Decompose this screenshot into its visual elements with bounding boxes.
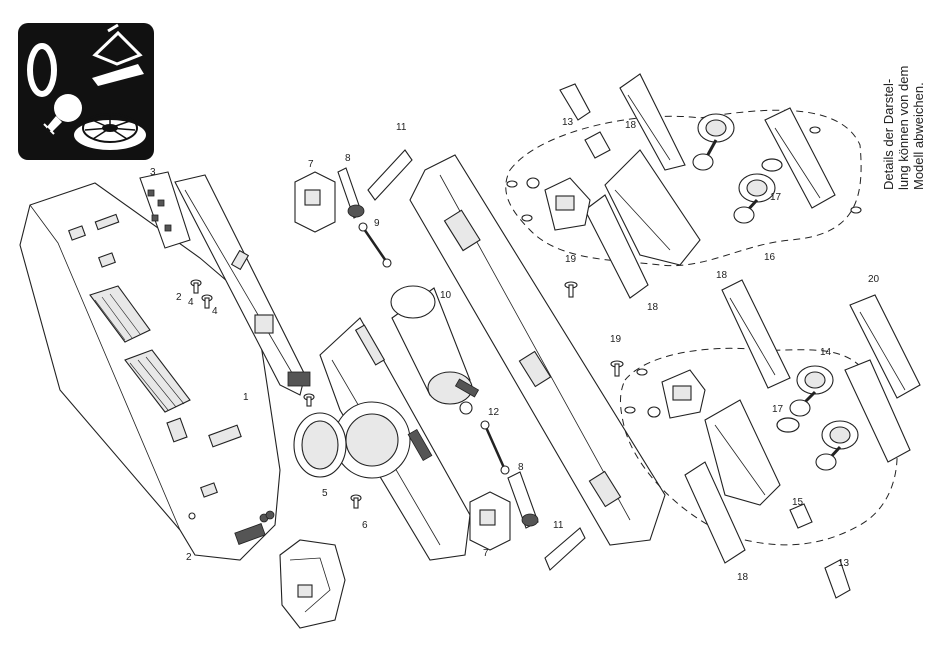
coupler-box-top <box>545 178 590 230</box>
callout-4b: 4 <box>212 306 218 317</box>
callout-12: 12 <box>488 407 500 418</box>
disclaimer-note: Details der Darstel- lung können von dem… <box>881 66 926 190</box>
callout-15: 15 <box>792 497 804 508</box>
traction-tire-bottom <box>777 418 799 432</box>
callout-4a: 4 <box>188 297 194 308</box>
callout-16: 16 <box>764 252 776 263</box>
callout-2b: 2 <box>186 552 192 563</box>
callout-14: 14 <box>820 347 832 358</box>
callout-9: 9 <box>374 218 380 229</box>
callout-3: 3 <box>150 167 156 178</box>
wheelset-bottom-1 <box>790 366 833 416</box>
callout-18a: 18 <box>625 120 637 131</box>
screw-19a <box>565 282 577 297</box>
callout-18b: 18 <box>647 302 659 313</box>
motor <box>391 286 479 414</box>
note-line-1: Details der Darstel- <box>881 79 896 190</box>
flywheel <box>294 413 346 477</box>
callout-19a: 19 <box>565 254 577 265</box>
drive-shaft-12 <box>481 421 509 474</box>
screw-6 <box>351 495 361 508</box>
callout-13a: 13 <box>562 117 574 128</box>
callout-2a: 2 <box>176 292 182 303</box>
ballast-weight-bottom <box>545 528 585 570</box>
note-line-3: Modell abweichen. <box>911 82 926 190</box>
callout-5: 5 <box>322 488 328 499</box>
drive-shaft-9 <box>359 223 391 267</box>
callout-7b: 7 <box>483 548 489 559</box>
locomotive-body-shell <box>20 183 280 560</box>
cardan-shaft-top <box>338 168 364 218</box>
wheelset-bottom-2 <box>816 421 858 470</box>
callout-1: 1 <box>243 392 249 403</box>
side-frame-bottom <box>722 280 790 388</box>
callout-20: 20 <box>868 274 880 285</box>
ballast-weight-top <box>368 150 412 200</box>
coupler-box-bottom <box>625 369 705 418</box>
callout-11b: 11 <box>553 520 564 531</box>
callout-19b: 19 <box>610 334 622 345</box>
worm-gear-housing-top <box>295 172 335 232</box>
callout-7a: 7 <box>308 159 314 170</box>
callout-13b: 13 <box>838 558 850 569</box>
wheelset-top-2 <box>734 174 775 223</box>
traction-tire-top <box>762 159 782 171</box>
screw-near-chassis <box>304 394 314 406</box>
cardan-shaft-bottom <box>508 472 538 528</box>
callout-8b: 8 <box>518 462 524 473</box>
callout-6: 6 <box>362 520 368 531</box>
wheelset-top-1 <box>693 114 734 170</box>
callout-17a: 17 <box>770 192 782 203</box>
callout-8a: 8 <box>345 153 351 164</box>
coupler-13-top <box>560 84 590 120</box>
note-line-2: lung können von dem <box>896 66 911 190</box>
screw-19b <box>611 361 623 376</box>
callout-10: 10 <box>440 290 452 301</box>
service-icon-panel <box>18 23 154 160</box>
callout-18c: 18 <box>716 270 728 281</box>
callout-18d: 18 <box>737 572 749 583</box>
cab-interior-part <box>280 540 345 628</box>
worm-gear-housing-bottom <box>470 492 510 550</box>
callout-11a: 11 <box>396 122 407 133</box>
callout-17b: 17 <box>772 404 784 415</box>
